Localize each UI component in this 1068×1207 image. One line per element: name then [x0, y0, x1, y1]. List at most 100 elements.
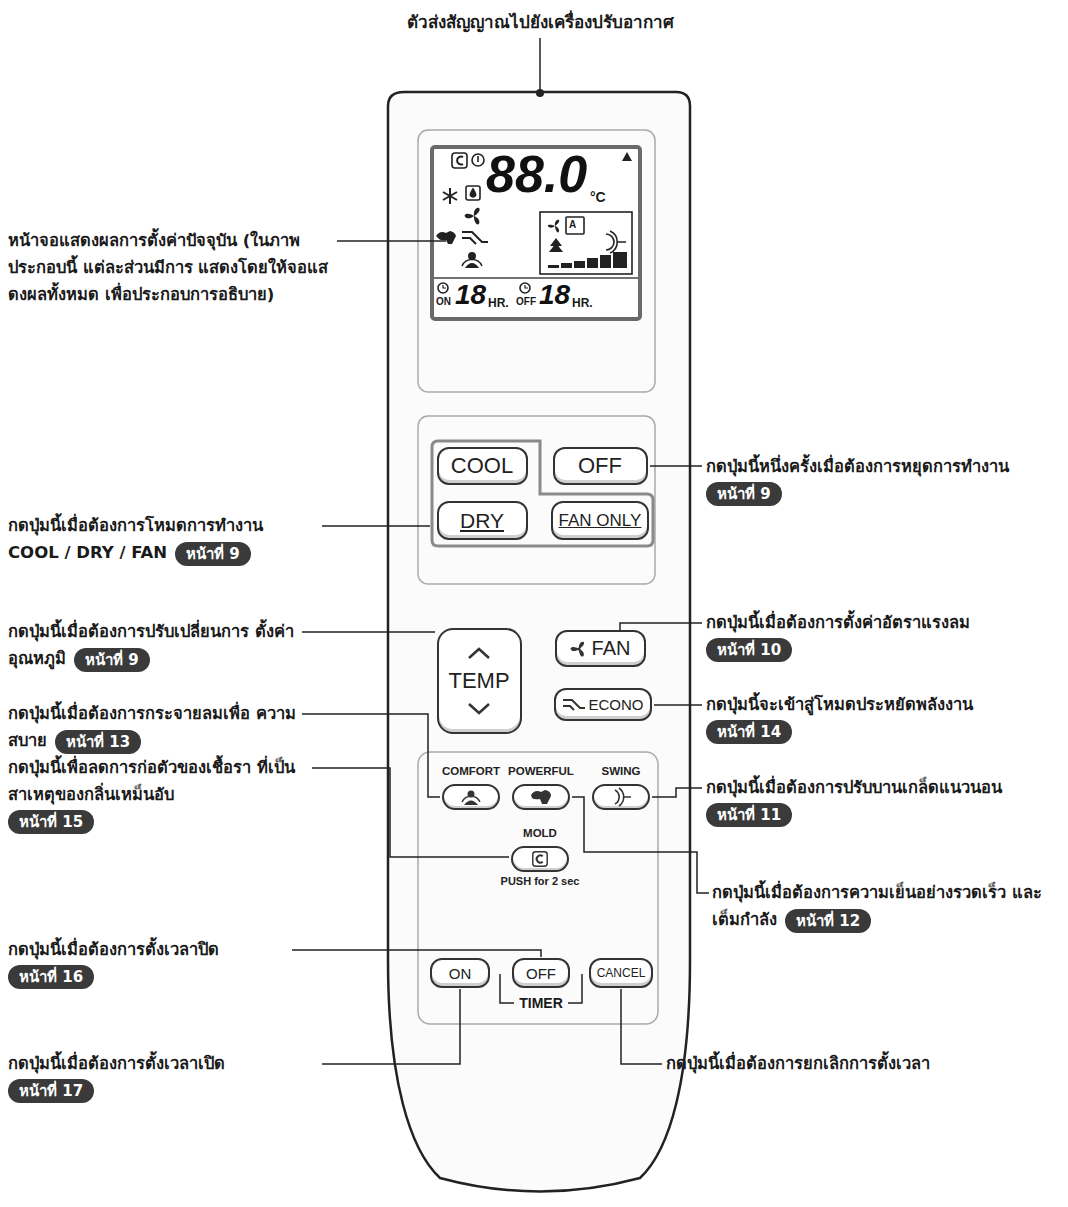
- leader-line: [322, 525, 430, 527]
- callout-text: กดปุ่มนี้เมื่อต้องการตั้งค่าอัตราแรงลม: [706, 613, 970, 632]
- fan-icon: [570, 640, 588, 658]
- round-button: [592, 784, 650, 810]
- fan-blade: [555, 220, 559, 226]
- fan-icon: [464, 208, 481, 225]
- page-badge: หน้าที่ 9: [74, 648, 150, 672]
- leader-line: [337, 240, 446, 242]
- button-label: ON: [449, 965, 472, 982]
- remote-button: DRY: [437, 501, 528, 540]
- callout-text: กดปุ่มนี้เมื่อต้องการกระจายลมเพื่อ ความส…: [8, 704, 296, 750]
- page-badge: หน้าที่ 9: [706, 482, 782, 506]
- clock-icon: [443, 285, 446, 288]
- leader-line: [572, 797, 709, 893]
- fan-icon: [548, 220, 561, 233]
- air-arc: [462, 796, 480, 802]
- remote-body: [388, 92, 690, 1192]
- fan-blade: [553, 226, 561, 233]
- round-button: [511, 846, 569, 872]
- callout-group: กดปุ่มนี้เมื่อต้องการตั้งเวลาปิดหน้าที่ …: [8, 936, 288, 989]
- callout-group: กดปุ่มนี้เมื่อต้องการตั้งค่าอัตราแรงลมหน…: [706, 609, 1061, 662]
- remote-button: OFF: [512, 958, 570, 988]
- mold-icon: [531, 850, 549, 868]
- callout-text: กดปุ่มนี้เมื่อต้องการปรับบานเกล็ดแนวนอน: [706, 778, 1002, 797]
- leader-line: [322, 989, 460, 1064]
- mold-icon: [452, 153, 467, 168]
- mold-c: [537, 855, 543, 862]
- lcd-letter: A: [569, 220, 576, 230]
- fan-blade: [474, 208, 480, 216]
- callout-text: กดปุ่มนี้เมื่อต้องการยกเลิกการตั้งเวลา: [666, 1054, 930, 1073]
- button-label: DRY: [460, 509, 504, 533]
- fan-blade: [464, 211, 474, 220]
- page-badge: หน้าที่ 15: [8, 810, 94, 834]
- callout-text: ตัวส่งสัญญาณไปยังเครื่องปรับอากาศ: [330, 8, 750, 35]
- lcd-timer-text: HR.: [488, 297, 509, 309]
- badge-text: หน้าที่ 9: [717, 485, 771, 503]
- remote-button: FAN: [555, 630, 646, 667]
- leader-lines: [292, 38, 709, 1064]
- fan-bar: [600, 255, 611, 268]
- clock-icon: [525, 285, 528, 288]
- page-badge: หน้าที่ 14: [706, 720, 792, 744]
- caption-button: SWING: [592, 764, 650, 810]
- button-caption: MOLD: [523, 826, 557, 840]
- powerful-icon: [436, 231, 456, 244]
- button-label: ECONO: [588, 696, 643, 713]
- econo-icon: [462, 232, 488, 244]
- callout-text: กดปุ่มนี้เมื่อต้องการตั้งเวลาเปิด: [8, 1054, 225, 1073]
- fan-bar: [561, 263, 572, 268]
- fan-bar: [587, 258, 598, 268]
- callout-text: กดปุ่มนี้เพื่อลดการก่อตัวของเชื้อรา ที่เ…: [8, 758, 295, 804]
- badge-text: หน้าที่ 15: [19, 813, 83, 831]
- down-arrow: [466, 702, 492, 716]
- dry-icon: [470, 189, 475, 197]
- callout-group: กดปุ่มนี้เพื่อลดการก่อตัวของเชื้อรา ที่เ…: [8, 754, 308, 834]
- page-badge: หน้าที่ 16: [8, 965, 94, 989]
- fan-hub: [577, 647, 580, 650]
- remote-button: TEMP: [437, 628, 522, 734]
- callout-group: กดปุ่มนี้เมื่อต้องการกระจายลมเพื่อ ความส…: [8, 700, 298, 754]
- mold-icon: [457, 157, 463, 165]
- fan-bar: [548, 265, 559, 268]
- clock-icon: [438, 283, 448, 293]
- up-triangle: [622, 152, 632, 161]
- caption-button: MOLDPUSH for 2 sec: [501, 826, 580, 888]
- powerful-icon: [530, 788, 552, 806]
- callout-group: กดปุ่มนี้เมื่อต้องการยกเลิกการตั้งเวลา: [666, 1050, 1061, 1077]
- callout-group: กดปุ่มนี้เมื่อต้องการปรับบานเกล็ดแนวนอนห…: [706, 774, 1061, 827]
- button-caption: COMFORT: [442, 764, 500, 778]
- snowflake-icon: [443, 188, 457, 204]
- leader-line: [652, 788, 702, 797]
- callout-group: หน้าจอแสดงผลการตั้งค่าปัจจุบัน (ในภาพประ…: [8, 227, 333, 308]
- round-button: [442, 784, 500, 810]
- mold-frame: [533, 852, 547, 866]
- lcd-digits: 88.0: [486, 148, 587, 200]
- econo-arrow: [563, 700, 585, 710]
- timer-label: TIMER: [519, 995, 563, 1011]
- badge-text: หน้าที่ 12: [796, 912, 860, 930]
- button-label: FAN: [592, 637, 631, 660]
- clock-icon: [520, 283, 530, 293]
- callout-group: กดปุ่มนี้เมื่อต้องการความเย็นอย่างรวดเร็…: [712, 879, 1062, 933]
- leader-line: [292, 950, 541, 957]
- remote-button: OFF: [553, 447, 648, 485]
- button-label: OFF: [578, 453, 622, 479]
- body: [464, 801, 478, 806]
- lcd-timer-text: HR.: [572, 297, 593, 309]
- chevron: [469, 649, 489, 658]
- callout-group: กดปุ่มนี้เมื่อต้องการโหมดการทำงาน COOL /…: [8, 512, 318, 566]
- badge-text: หน้าที่ 16: [19, 968, 83, 986]
- fan-bar: [574, 261, 585, 268]
- comfort-icon: [468, 252, 476, 260]
- caption-button: POWERFUL: [508, 764, 574, 810]
- remote-button: FAN ONLY: [551, 501, 650, 540]
- leader-line: [620, 623, 702, 630]
- callout-group: กดปุ่มนี้เมื่อต้องการตั้งเวลาเปิดหน้าที่…: [8, 1050, 318, 1103]
- page-badge: หน้าที่ 10: [706, 638, 792, 662]
- leader-line: [654, 704, 702, 706]
- swing-icon: [610, 787, 632, 807]
- callout-text: กดปุ่มนี้จะเข้าสู่โหมดประหยัดพลังงาน: [706, 695, 973, 714]
- button-label: OFF: [526, 965, 556, 982]
- leader-line: [302, 631, 435, 633]
- swing-arcs: [615, 788, 631, 806]
